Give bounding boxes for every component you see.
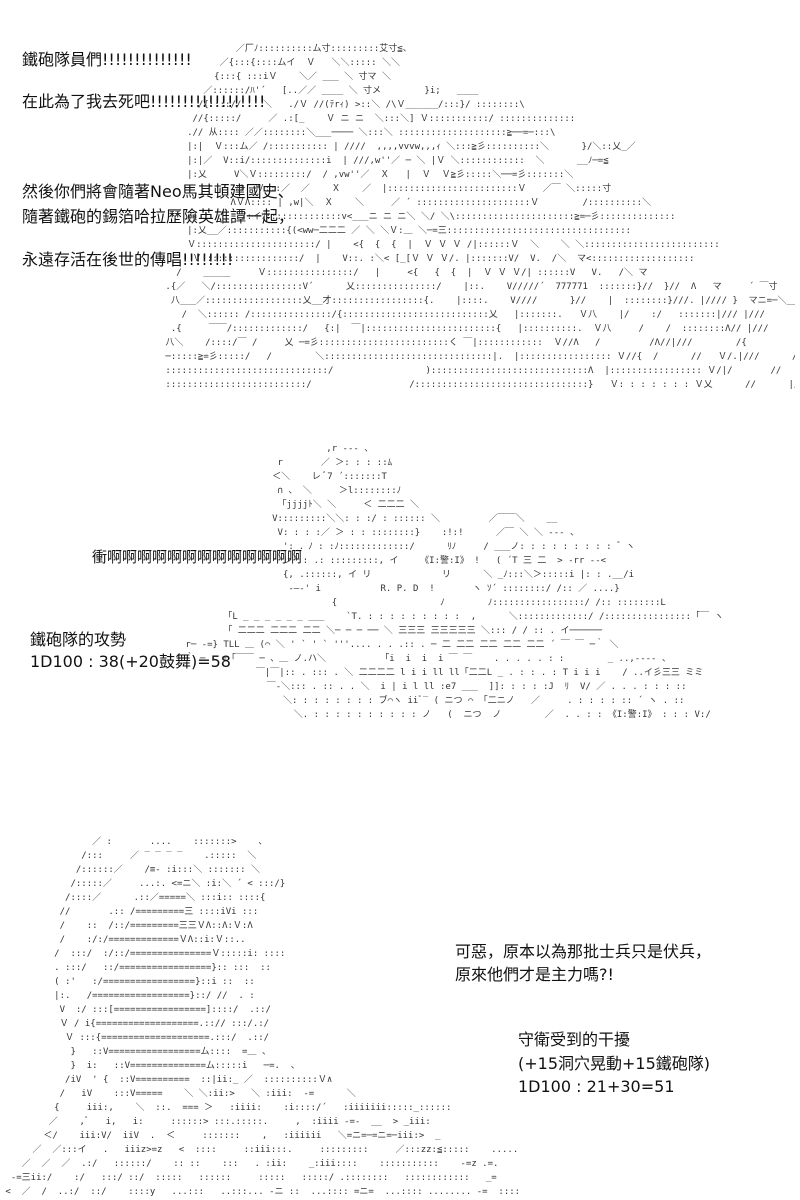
speech-line-3: 然後你們將會隨著Neo馬其頓建國史、: [22, 182, 294, 201]
ascii-art-commander: ／厂ﾉ::::::::::ム寸:::::::::艾寸≦、 ／{:::{::::ム…: [165, 44, 795, 390]
guard-thought-2: 原來他們才是主力嗎?!: [455, 965, 614, 984]
panel-speech: 鐵砲隊員們!!!!!!!!!!!!!! 在此為了我去死吧!!!!!!!!!!!!…: [0, 0, 800, 430]
speech-line-1: 鐵砲隊員們!!!!!!!!!!!!!!: [22, 50, 192, 69]
guard-thought-1: 可惡，原本以為那批士兵只是伏兵，: [455, 942, 712, 961]
guard-roll-value: 1D100 : 21+30=51: [518, 1077, 675, 1096]
ascii-art-soldiers: ,r ‐‐‐ 、 r ／ ＞: : : ::ﾑ ＜＼ レ ﾞ7 ´:::::::…: [185, 444, 724, 720]
panel-guard: 可惡，原本以為那批士兵只是伏兵， 原來他們才是主力嗎?! 守衛受到的干擾 (+1…: [0, 825, 800, 1200]
roll-title: 鐵砲隊的攻勢: [30, 630, 127, 649]
roll-value: 1D100 : 38(+20鼓舞)=58: [30, 652, 231, 671]
panel-charge: 衝啊啊啊啊啊啊啊啊啊啊啊啊啊 鐵砲隊的攻勢 1D100 : 38(+20鼓舞)=…: [0, 430, 800, 820]
ascii-art-guard: ／ : .... :::::::> 、 /::: ／ ‾ ‾ ‾ ‾ .::::…: [5, 837, 520, 1197]
speech-line-2: 在此為了我去死吧!!!!!!!!!!!!!!!!!!: [22, 92, 266, 111]
guard-roll-detail: (+15洞穴晃動+15鐵砲隊): [518, 1054, 711, 1073]
charge-shout: 衝啊啊啊啊啊啊啊啊啊啊啊啊啊: [92, 548, 303, 566]
speech-line-5: 永遠存活在後世的傳唱!!!!!!!!: [22, 250, 234, 269]
guard-roll-title: 守衛受到的干擾: [518, 1030, 631, 1049]
speech-line-4: 隨著鐵砲的錫箔哈拉歷險英雄譚一起，: [22, 207, 295, 226]
